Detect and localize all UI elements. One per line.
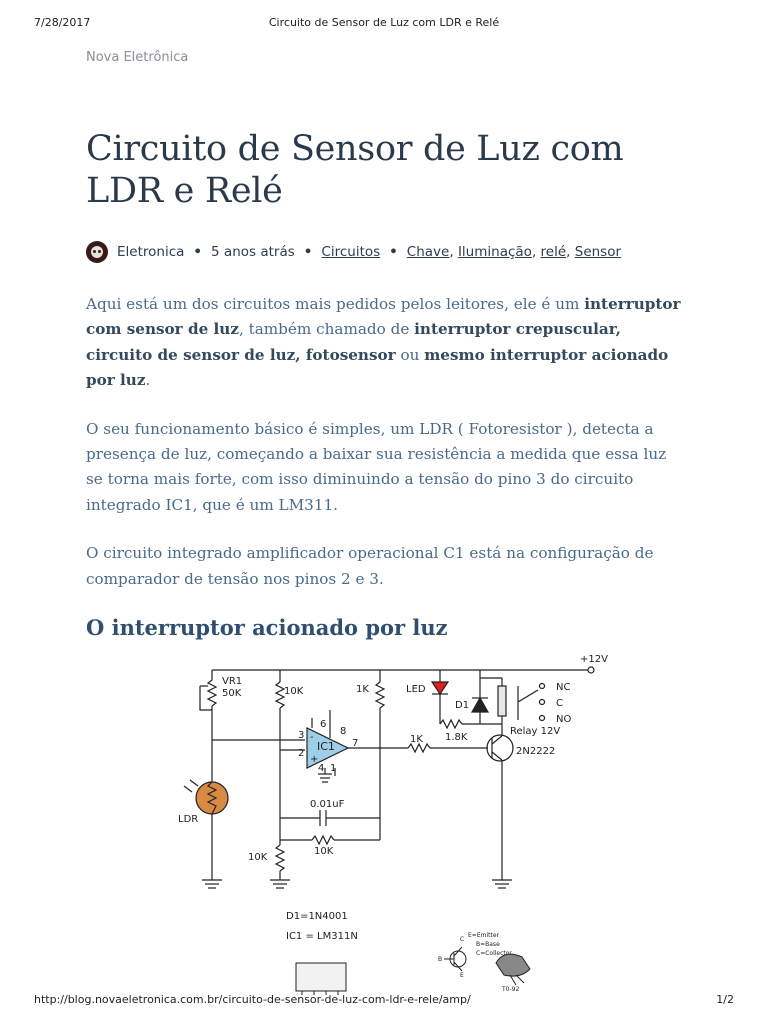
svg-text:LDR: LDR (178, 814, 198, 825)
circuit-schematic: +12V VR1 50K 10K 1K IC1 6 8 3 2 4 7 1 - … (178, 654, 608, 889)
tag-link-rele[interactable]: relé (540, 244, 567, 260)
tag-link-sensor[interactable]: Sensor (574, 244, 622, 260)
svg-text:D1=1N4001: D1=1N4001 (286, 911, 348, 922)
svg-text:IC1: IC1 (317, 740, 335, 753)
svg-text:VR1: VR1 (222, 676, 242, 687)
section-heading: O interruptor acionado por luz (86, 615, 448, 641)
svg-text:1K: 1K (356, 684, 369, 695)
print-date: 7/28/2017 (34, 16, 91, 29)
svg-text:B=Base: B=Base (476, 941, 500, 948)
page-number: 1/2 (716, 993, 734, 1006)
svg-text:10K: 10K (248, 852, 268, 863)
print-doc-title: Circuito de Sensor de Luz com LDR e Relé (268, 16, 500, 29)
svg-text:10K: 10K (284, 686, 304, 697)
svg-text:1.8K: 1.8K (445, 732, 468, 743)
svg-text:+12V: +12V (580, 654, 608, 665)
print-header: 7/28/2017 Circuito de Sensor de Luz com … (0, 16, 768, 32)
svg-text:IC1 = LM311N: IC1 = LM311N (286, 931, 358, 942)
site-name-link[interactable]: Nova Eletrônica (86, 50, 189, 65)
article-meta: Eletronica • 5 anos atrás • Circuitos • … (86, 240, 621, 264)
svg-text:3: 3 (298, 730, 304, 741)
category-link[interactable]: Circuitos (321, 244, 381, 260)
svg-text:B: B (438, 956, 442, 963)
svg-text:C=Collector: C=Collector (476, 950, 512, 957)
svg-text:C: C (460, 936, 464, 943)
tag-link-chave[interactable]: Chave (406, 244, 450, 260)
svg-text:8: 8 (340, 726, 346, 737)
meta-separator: • (193, 244, 203, 260)
meta-separator: • (389, 244, 398, 260)
svg-text:C: C (556, 698, 563, 709)
svg-text:2: 2 (298, 748, 304, 759)
operation-paragraph: O seu funcionamento básico é simples, um… (86, 419, 667, 514)
intro-paragraph: Aqui está um dos circuitos mais pedidos … (86, 295, 681, 390)
page-title: Circuito de Sensor de Luz com LDR e Relé (86, 129, 624, 211)
svg-text:7: 7 (352, 738, 358, 749)
svg-text:NO: NO (556, 714, 571, 725)
author-name: Eletronica (117, 244, 185, 260)
svg-text:T0-92: T0-92 (501, 986, 519, 993)
svg-text:6: 6 (320, 719, 326, 730)
svg-text:1: 1 (330, 763, 336, 774)
svg-text:E=Emitter: E=Emitter (468, 932, 500, 939)
svg-text:0.01uF: 0.01uF (310, 799, 345, 810)
article-body: Aqui está um dos circuitos mais pedidos … (86, 292, 686, 641)
svg-text:Relay 12V: Relay 12V (510, 726, 560, 737)
svg-text:10K: 10K (314, 846, 334, 857)
print-footer: http://blog.novaeletronica.com.br/circui… (0, 993, 768, 1009)
svg-text:1K: 1K (410, 734, 423, 745)
svg-text:NC: NC (556, 682, 570, 693)
tag-link-iluminacao[interactable]: Iluminação (457, 244, 532, 260)
svg-text:D1: D1 (455, 700, 469, 711)
opamp-paragraph: O circuito integrado amplificador operac… (86, 544, 654, 588)
svg-text:LED: LED (406, 684, 426, 695)
svg-text:-: - (310, 732, 314, 743)
meta-separator: • (303, 244, 313, 260)
author-avatar (86, 241, 108, 263)
svg-text:4: 4 (318, 763, 324, 774)
svg-text:2N2222: 2N2222 (516, 746, 555, 757)
svg-text:+: + (310, 754, 318, 765)
svg-text:50K: 50K (222, 688, 242, 699)
post-time: 5 anos atrás (211, 244, 295, 260)
print-url: http://blog.novaeletronica.com.br/circui… (34, 993, 471, 1006)
svg-text:E: E (460, 972, 464, 979)
parts-list-figure: D1=1N4001 IC1 = LM311N E=Emitter B=Base … (286, 911, 531, 995)
